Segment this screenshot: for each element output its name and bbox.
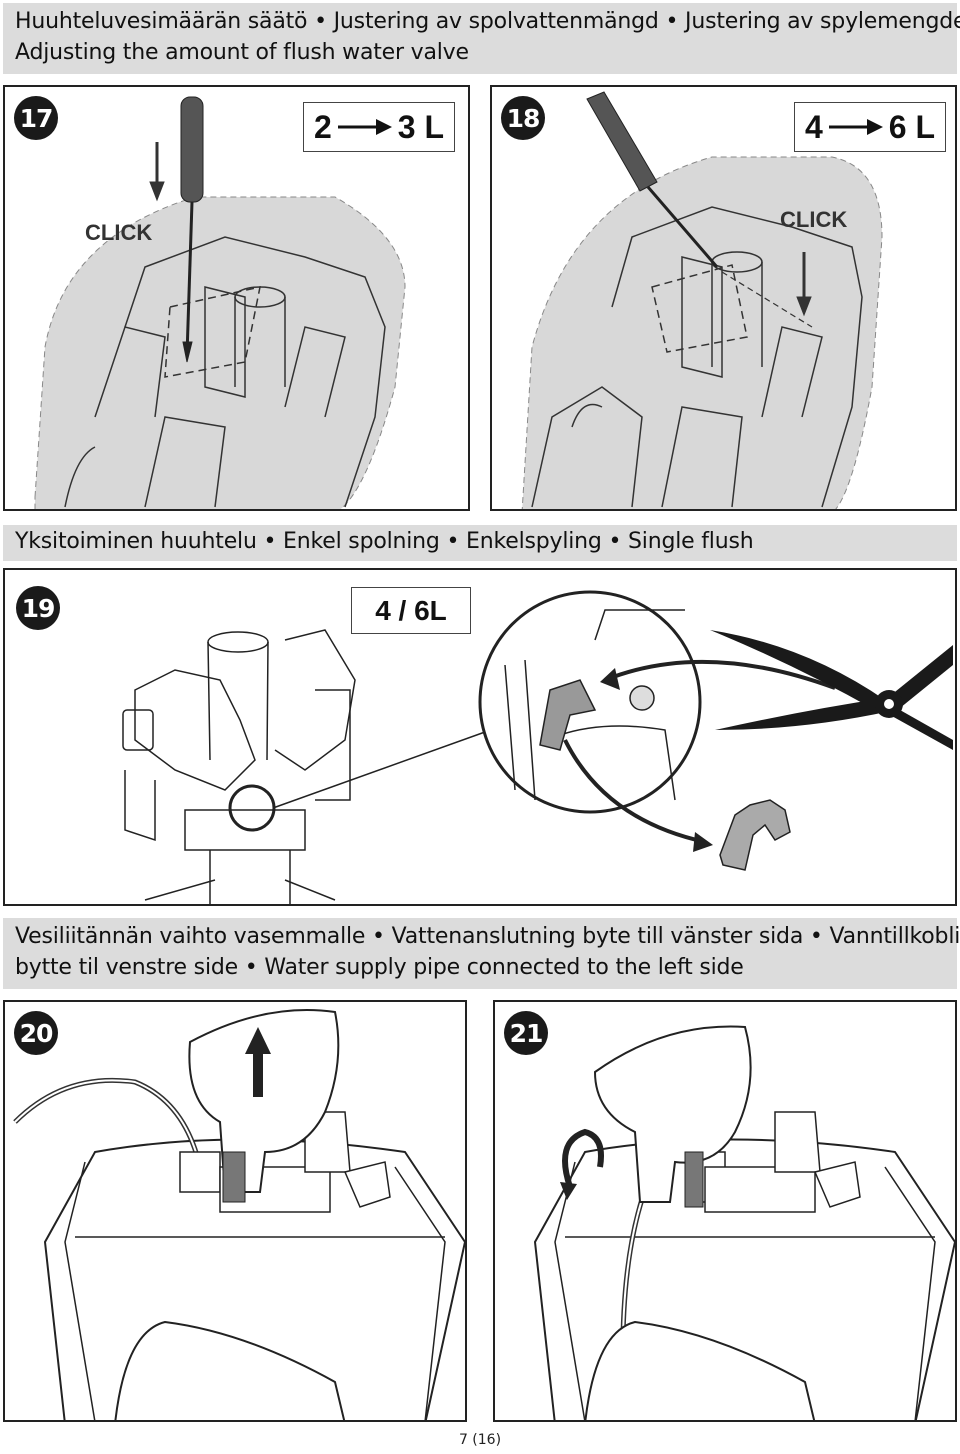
volume-to: 3 L <box>397 108 445 145</box>
volume-label-17: 2 3 L <box>303 102 455 152</box>
section-title-line-2: bytte til venstre side • Water supply pi… <box>15 955 744 980</box>
single-flush-illustration <box>122 590 953 904</box>
click-label: CLICK <box>85 220 153 245</box>
up-arrow <box>245 1027 271 1097</box>
volume-from: 4 <box>804 108 823 145</box>
screwdriver <box>180 96 204 363</box>
step-17-panel: 17 2 3 L CLICK <box>3 85 470 511</box>
section-title-line-1: Yksitoiminen huuhtelu • Enkel spolning •… <box>15 529 754 554</box>
click-label: CLICK <box>780 207 848 232</box>
down-arrow-18 <box>796 252 812 317</box>
step-number-badge: 19 <box>16 586 60 630</box>
volume-from: 2 <box>313 108 332 145</box>
flush-tab <box>539 679 655 751</box>
volume-to: 6 L <box>888 108 936 145</box>
step-number-badge: 20 <box>14 1011 58 1055</box>
supply-pipe-illustration-20 <box>13 1009 465 1420</box>
step-20-panel: 20 <box>3 1000 467 1422</box>
volume-label-19: 4 / 6L <box>351 587 471 634</box>
supply-pipe-illustration-21 <box>533 1025 955 1420</box>
section-title-line-2: Adjusting the amount of flush water valv… <box>15 40 469 65</box>
arrow-right-icon <box>337 119 392 135</box>
step-number-badge: 21 <box>504 1011 548 1055</box>
down-arrow-17 <box>149 142 165 202</box>
step-number-badge: 17 <box>14 96 58 140</box>
section-header-water-supply: Vesiliitännän vaihto vasemmalle • Vatten… <box>3 918 960 989</box>
volume-label-18: 4 6 L <box>794 102 946 152</box>
cistern-adjust-illustration-18 <box>521 91 883 509</box>
section-header-single-flush: Yksitoiminen huuhtelu • Enkel spolning •… <box>3 525 957 561</box>
screwdriver <box>586 91 719 268</box>
rotate-arrow-icon <box>562 1128 604 1188</box>
section-title-line-1: Vesiliitännän vaihto vasemmalle • Vatten… <box>15 924 960 949</box>
section-title-line-1: Huuhteluvesimäärän säätö • Justering av … <box>15 9 960 34</box>
step-18-panel: 18 4 6 L CLICK <box>490 85 957 511</box>
removed-tab <box>719 799 791 871</box>
step-number-badge: 18 <box>501 96 545 140</box>
step-19-panel: 19 4 / 6L <box>3 568 957 906</box>
page-number: 7 (16) <box>458 1432 502 1448</box>
scissors-icon <box>710 630 953 750</box>
cistern-adjust-illustration-17 <box>34 96 406 509</box>
arrow-right-icon <box>828 119 883 135</box>
step-21-panel: 21 <box>493 1000 957 1422</box>
section-header-flush-volume: Huuhteluvesimäärän säätö • Justering av … <box>3 3 960 74</box>
